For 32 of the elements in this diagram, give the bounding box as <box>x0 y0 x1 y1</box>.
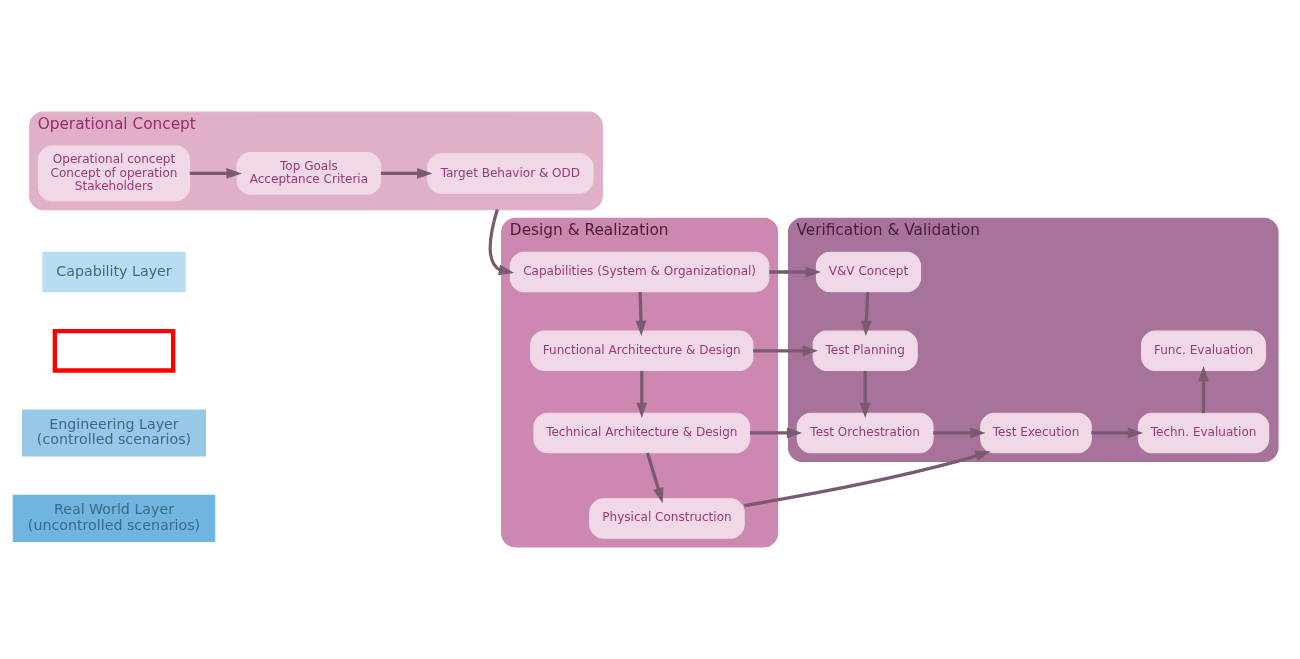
node-box: Technical Architecture & Design <box>533 412 751 454</box>
arrow <box>1198 365 1209 414</box>
node-box: Capability Layer <box>42 251 186 293</box>
arrow <box>488 209 515 276</box>
arrow <box>750 427 803 439</box>
arrow <box>380 168 433 179</box>
node-box: Real World Layer (uncontrolled scenarios) <box>12 494 216 542</box>
node-box: Engineering Layer (controlled scenarios) <box>22 409 206 457</box>
arrow <box>861 292 872 336</box>
node-box: Physical Construction <box>589 498 745 539</box>
arrow <box>933 427 986 439</box>
arrow <box>189 168 242 179</box>
arrow <box>769 266 822 278</box>
node-box: Target Behavior & ODD <box>427 153 594 194</box>
arrow <box>636 370 648 419</box>
node-box: Operational concept Concept of operation Stakeholders <box>37 145 191 202</box>
node-box: Functional Architecture & Design <box>530 330 754 372</box>
arrow <box>859 370 871 419</box>
node-box: Test Planning <box>812 330 918 372</box>
node-box <box>52 328 176 373</box>
node-box: Capabilities (System & Organizational) <box>509 251 770 293</box>
node-box: Func. Evaluation <box>1141 330 1266 372</box>
arrow <box>1091 427 1144 439</box>
arrow <box>645 452 664 504</box>
arrow <box>635 292 647 336</box>
arrow <box>744 450 991 508</box>
node-box: V&V Concept <box>815 251 921 293</box>
node-box: Techn. Evaluation <box>1137 412 1270 454</box>
arrow <box>753 345 819 357</box>
node-box: Test Orchestration <box>796 412 934 454</box>
node-box: Test Execution <box>980 412 1092 454</box>
node-box: Top Goals Acceptance Criteria <box>236 152 382 195</box>
